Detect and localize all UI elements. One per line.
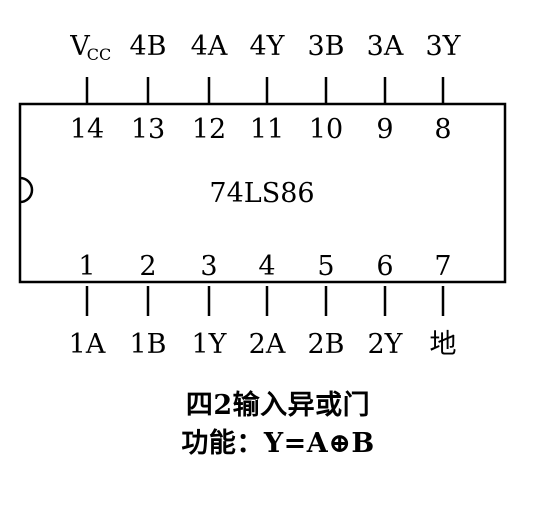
pin-2-number: 2: [139, 251, 156, 282]
pin-1-number: 1: [78, 251, 95, 282]
part-number-label: 74LS86: [209, 178, 314, 209]
caption-title: 四2输入异或门: [185, 390, 371, 421]
pin-6-name: 2Y: [367, 329, 403, 360]
pin-5-name: 2B: [307, 329, 344, 360]
pin-14-name-subscript: CC: [87, 45, 111, 64]
ic-chip-body: 74LS86: [18, 102, 507, 284]
pin1-notch: [19, 176, 34, 204]
pin-11-number: 11: [250, 114, 284, 145]
pin-12-number: 12: [192, 114, 226, 145]
pin-14-name: V: [69, 31, 90, 62]
pin-4-name: 2A: [249, 329, 286, 360]
pin-13-number: 13: [131, 114, 165, 145]
pin-5-number: 5: [317, 251, 334, 282]
pin-10-number: 10: [309, 114, 343, 145]
pin-8-number: 8: [434, 114, 451, 145]
pin-9-name: 3A: [367, 31, 404, 62]
chip-outline: [18, 102, 507, 284]
pin-2-name: 1B: [129, 329, 166, 360]
pin-4-number: 4: [258, 251, 275, 282]
caption-function: 功能：Y=A⊕B: [181, 428, 375, 459]
pin-6-number: 6: [376, 251, 393, 282]
pin-3-name: 1Y: [191, 329, 227, 360]
pin-11-name: 4Y: [249, 31, 285, 62]
pin-3-number: 3: [200, 251, 217, 282]
pin-1-name: 1A: [69, 329, 106, 360]
pin-8-name: 3Y: [425, 31, 461, 62]
pin-10-name: 3B: [307, 31, 344, 62]
pin-13-name: 4B: [129, 31, 166, 62]
pin-9-number: 9: [376, 114, 393, 145]
pin-14-number: 14: [70, 114, 104, 145]
pin-7-number: 7: [434, 251, 451, 282]
pin-7-name: 地: [430, 329, 457, 360]
pins: 14 VCC 13 4B 12 4A 11 4Y 10 3B 9 3A 8 3Y 1 1A 2 1B 3 1Y 4 2A 5…: [69, 31, 462, 360]
pin-12-name: 4A: [191, 31, 228, 62]
